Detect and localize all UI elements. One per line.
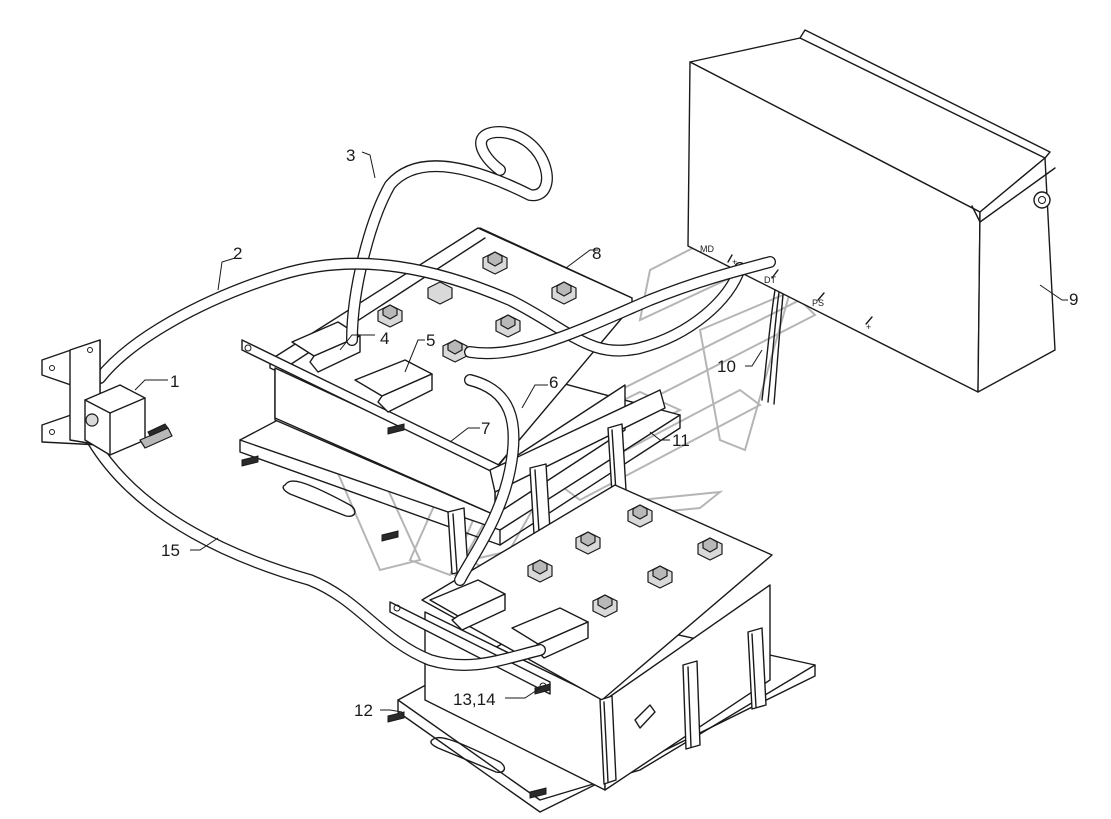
callout-5: 5 [426,331,435,350]
callout-2: 2 [233,244,242,263]
callout-11: 11 [672,431,690,450]
bolts [241,423,551,799]
callout-1: 1 [170,372,179,391]
callout-13-14: 13,14 [453,690,496,709]
wire-bundle [761,289,784,405]
cable-7 [464,256,776,360]
callout-labels: 1 2 3 4 5 6 7 8 9 10 11 12 13,14 15 [161,146,1078,720]
callout-12: 12 [354,701,373,720]
bracket-clips [447,423,627,575]
lower-terminal-covers [429,579,589,659]
callout-3: 3 [346,146,355,165]
terminal-ps-label: PS [812,298,824,308]
control-box: MD + DT PS + [687,29,1056,393]
cable-6 [454,374,520,586]
terminal-plus-label: + [732,257,737,267]
terminal-md-label: MD [700,244,714,254]
battery-switch [41,339,173,456]
callout-8: 8 [592,244,601,263]
callout-6: 6 [549,373,558,392]
lower-battery-terminals [527,504,723,618]
terminal-cover-5 [354,359,433,413]
callout-15: 15 [161,541,180,560]
callout-7: 7 [481,419,490,438]
terminal-dt-label: DT [764,275,776,285]
callout-9: 9 [1069,290,1078,309]
cable-3 [346,126,553,346]
callout-10: 10 [717,357,736,376]
cable-2 [94,257,746,384]
leader-lines [134,151,1068,713]
terminal-plus2-label: + [866,322,871,332]
upper-battery-terminals [377,251,577,363]
lock-icon [1033,191,1051,209]
cable-15 [86,434,546,671]
callout-4: 4 [380,329,389,348]
